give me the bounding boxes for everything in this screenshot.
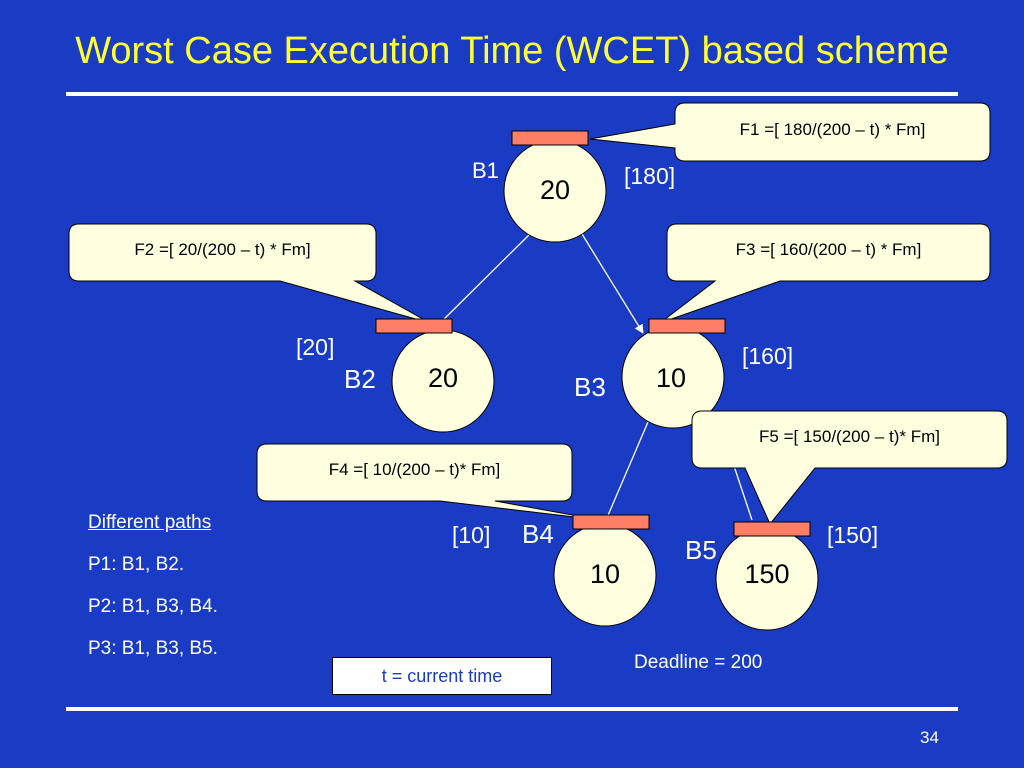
path-item: P3: B1, B3, B5. — [88, 638, 218, 659]
formula-f2: F2 =[ 20/(200 – t) * Fm] — [134, 240, 311, 259]
node-b5-bracket: [150] — [827, 522, 879, 548]
paths-header: Different paths — [88, 512, 212, 533]
edge-b1-b3 — [581, 233, 644, 334]
callout-f1 — [589, 102, 991, 162]
formula-f4: F4 =[ 10/(200 – t)* Fm] — [328, 460, 501, 479]
bar-b2 — [375, 318, 453, 334]
bottom-divider — [66, 707, 958, 711]
node-b5-value: 150 — [744, 559, 790, 589]
callout-f2 — [68, 223, 431, 324]
node-b3-bracket: [160] — [742, 343, 794, 369]
node-b4-label: B4 — [522, 519, 554, 549]
formula-f5: F5 =[ 150/(200 – t)* Fm] — [759, 427, 940, 446]
node-b1-label: B1 — [472, 158, 499, 183]
note-box: t = current time — [332, 657, 552, 695]
edge-b3-b4 — [605, 421, 649, 521]
node-b1-value: 20 — [539, 175, 571, 205]
node-b5-label: B5 — [685, 535, 717, 565]
callout-f4 — [256, 443, 601, 521]
formula-f1: F1 =[ 180/(200 – t) * Fm] — [739, 120, 926, 139]
edge-b1-b2 — [432, 231, 533, 331]
node-b3-value: 10 — [655, 363, 687, 393]
bar-b1 — [511, 130, 589, 146]
node-b4-value: 10 — [589, 559, 621, 589]
node-b2-label: B2 — [344, 364, 376, 394]
path-item: P2: B1, B3, B4. — [88, 596, 218, 617]
top-divider — [66, 92, 958, 96]
formula-f3: F3 =[ 160/(200 – t) * Fm] — [735, 240, 922, 259]
node-b3-label: B3 — [574, 372, 606, 402]
bar-b3 — [648, 318, 726, 334]
bar-b5 — [733, 521, 811, 537]
page-number: 34 — [920, 728, 939, 747]
callout-f5 — [691, 410, 1008, 525]
node-b2-value: 20 — [427, 363, 459, 393]
callout-f3 — [659, 223, 991, 324]
paths-list: Different paths P1: B1, B2. P2: B1, B3, … — [88, 512, 218, 680]
slide-title: Worst Case Execution Time (WCET) based s… — [75, 30, 949, 72]
path-item: P1: B1, B2. — [88, 554, 185, 575]
deadline-text: Deadline = 200 — [634, 652, 763, 673]
bar-b4 — [572, 514, 650, 530]
node-b1-bracket: [180] — [624, 163, 676, 189]
note-text: t = current time — [381, 666, 503, 686]
node-b4-bracket: [10] — [452, 522, 491, 548]
node-b2-bracket: [20] — [296, 334, 335, 360]
